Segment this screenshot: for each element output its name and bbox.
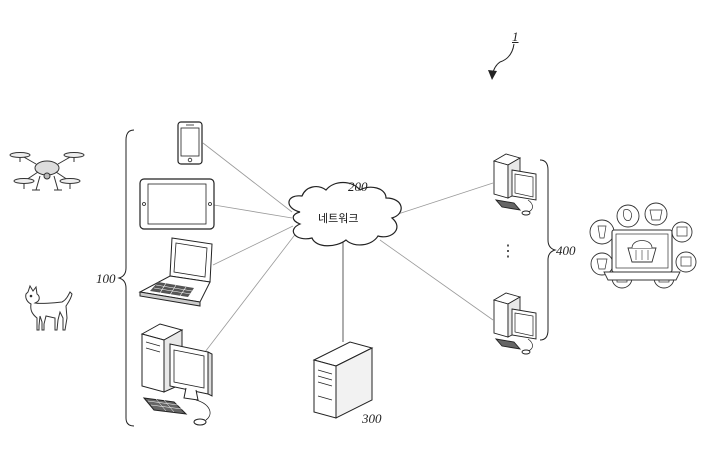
- devices-group-label: 100: [96, 272, 116, 285]
- clients-ellipsis: ⋮: [500, 248, 510, 255]
- desktop-computer-icon: [142, 324, 212, 425]
- smartphone-icon: [178, 122, 202, 164]
- client-computer-top-icon: [494, 154, 536, 215]
- server-icon: [314, 342, 372, 418]
- network-ref-label: 200: [348, 180, 368, 193]
- client-computer-bottom-icon: [494, 293, 536, 354]
- clients-bracket: [540, 160, 555, 340]
- dog-icon: [26, 286, 72, 330]
- system-ref-label: 1: [512, 30, 519, 43]
- connection-lines: [203, 143, 493, 352]
- tablet-icon: [140, 179, 214, 229]
- devices-bracket: [119, 130, 134, 426]
- network-name-label: 네트워크: [318, 213, 358, 224]
- clients-group-label: 400: [556, 244, 576, 257]
- laptop-icon: [140, 238, 212, 306]
- server-ref-label: 300: [362, 412, 382, 425]
- drone-icon: [10, 153, 84, 191]
- online-shopping-icon: [590, 203, 696, 288]
- system-ref-arrow: [488, 44, 514, 80]
